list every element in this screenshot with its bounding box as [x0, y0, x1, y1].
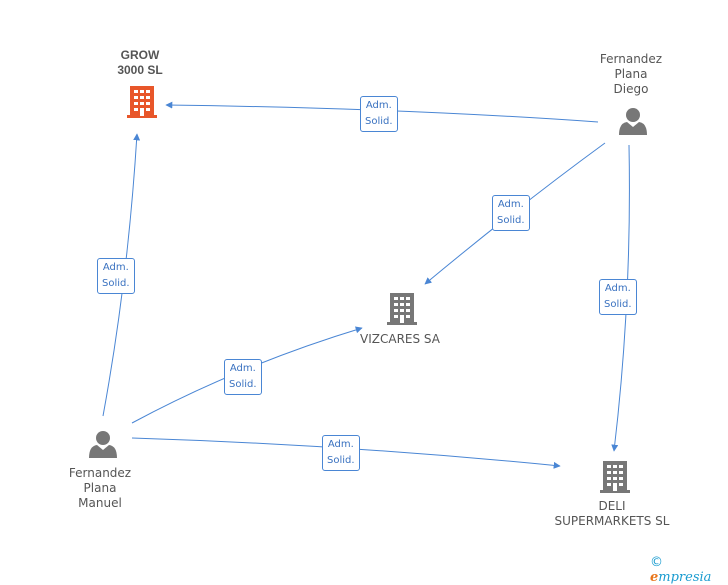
- empresia-logo[interactable]: © empresia: [650, 555, 728, 585]
- person-icon-diego: [619, 108, 647, 135]
- node-label-grow[interactable]: GROW 3000 SL: [117, 48, 163, 77]
- node-label-vizcares[interactable]: VIZCARES SA: [360, 332, 440, 346]
- copyright-symbol: ©: [650, 555, 663, 570]
- edge-label-diego-grow: Adm. Solid.: [360, 96, 398, 132]
- building-icon-grow: [127, 86, 157, 118]
- node-label-manuel[interactable]: Fernandez Plana Manuel: [68, 466, 132, 510]
- building-icon-vizcares: [387, 293, 417, 325]
- node-label-diego[interactable]: Fernandez Plana Diego: [599, 52, 663, 96]
- brand-name-text: mpresia: [658, 570, 712, 585]
- person-icon-manuel: [89, 431, 117, 458]
- edge-label-manuel-vizcares: Adm. Solid.: [224, 359, 262, 395]
- edge-label-diego-deli: Adm. Solid.: [599, 279, 637, 315]
- building-icon-deli: [600, 461, 630, 493]
- node-label-deli[interactable]: DELI SUPERMARKETS SL: [554, 499, 670, 528]
- edge-label-manuel-deli: Adm. Solid.: [322, 435, 360, 471]
- edge-label-diego-vizcares: Adm. Solid.: [492, 195, 530, 231]
- edge-label-manuel-grow: Adm. Solid.: [97, 258, 135, 294]
